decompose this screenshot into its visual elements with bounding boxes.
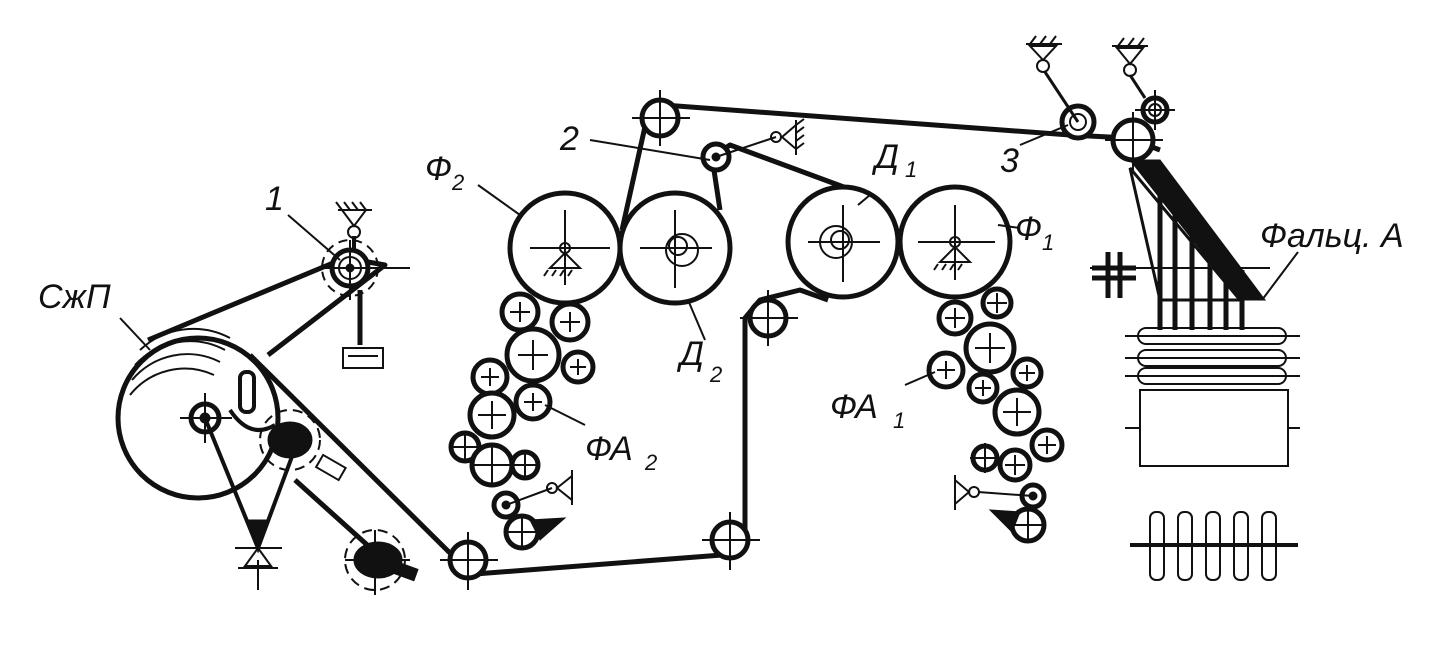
label-fold: Фальц. А — [1260, 217, 1404, 255]
form-cylinder-f1 — [897, 184, 1013, 300]
label-szhp: СжП — [38, 278, 111, 316]
paper-reel — [115, 327, 281, 501]
printing-cylinder-d1 — [785, 184, 901, 300]
printing-cylinder-d2 — [617, 190, 733, 306]
reel-drive-mechanism — [228, 370, 419, 595]
guide-roller-top-left — [632, 90, 690, 146]
label-f2-sub: 2 — [451, 170, 464, 195]
label-1: 1 — [265, 180, 284, 218]
label-f1: Ф — [1015, 210, 1042, 248]
tension-roller-3 — [1026, 35, 1097, 141]
guide-roller-mid — [740, 290, 798, 346]
folding-apparatus — [1090, 159, 1300, 581]
leader-lines — [119, 124, 1299, 426]
label-fa1: ФА — [830, 388, 878, 426]
label-fa2-sub: 2 — [644, 450, 657, 475]
label-d2-sub: 2 — [709, 362, 722, 387]
label-fa2: ФА — [585, 430, 633, 468]
label-f1-sub: 1 — [1042, 230, 1054, 255]
label-d2: Д — [676, 335, 704, 373]
label-fa1-sub: 1 — [893, 408, 905, 433]
inking-unit-fa1 — [926, 286, 1065, 544]
dancer-roller-1 — [320, 201, 410, 369]
label-d1: Д — [871, 138, 899, 176]
form-cylinder-f2 — [507, 190, 623, 306]
inking-unit-fa2 — [448, 291, 596, 551]
guide-roller-bottom-left — [440, 532, 498, 590]
small-roller-top-right — [1112, 37, 1175, 130]
label-2: 2 — [559, 120, 579, 158]
label-d1-sub: 1 — [905, 157, 917, 182]
guide-roller-bottom-mid — [702, 512, 760, 570]
reel-stand — [203, 417, 302, 590]
label-f2: Ф — [425, 150, 452, 188]
web-reel-lower-tangent — [248, 353, 457, 560]
label-3: 3 — [1000, 142, 1019, 180]
tension-roller-2 — [700, 118, 805, 173]
